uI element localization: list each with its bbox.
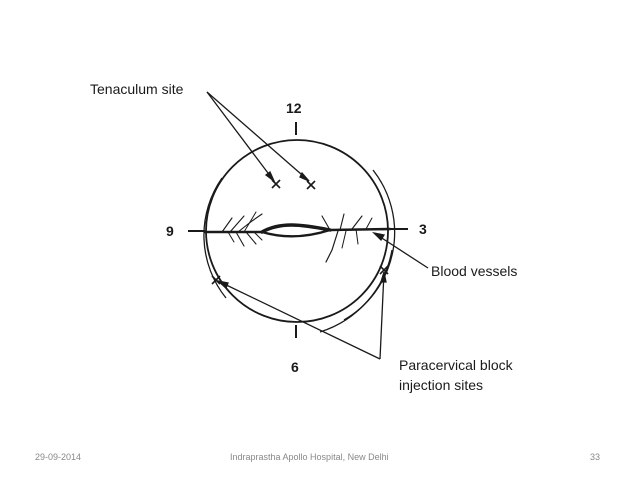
clock-9-label: 9 xyxy=(166,223,174,239)
fornix-arc-left xyxy=(203,177,227,299)
tenaculum-mark-right xyxy=(306,180,316,190)
clock-3-label: 3 xyxy=(419,221,427,237)
tenaculum-label: Tenaculum site xyxy=(90,81,184,97)
blood-vessels-drawing xyxy=(203,211,392,263)
blood-vessels-arrow xyxy=(372,231,429,269)
paracervical-label-line1: Paracervical block xyxy=(399,357,514,373)
injection-mark-right xyxy=(379,265,389,275)
clock-6-label: 6 xyxy=(291,359,299,375)
fornix-arc-bottom-right xyxy=(319,249,393,333)
blood-vessels-label: Blood vessels xyxy=(431,263,517,279)
footer-page-number: 33 xyxy=(590,452,601,462)
tenaculum-mark-left xyxy=(271,179,281,189)
footer-institution: Indraprastha Apollo Hospital, New Delhi xyxy=(230,452,389,462)
injection-arrows xyxy=(215,271,387,360)
footer-date: 29-09-2014 xyxy=(35,452,82,462)
clock-12-label: 12 xyxy=(286,100,302,116)
tenaculum-arrows xyxy=(206,91,310,184)
paracervical-label-line2: injection sites xyxy=(399,377,483,393)
